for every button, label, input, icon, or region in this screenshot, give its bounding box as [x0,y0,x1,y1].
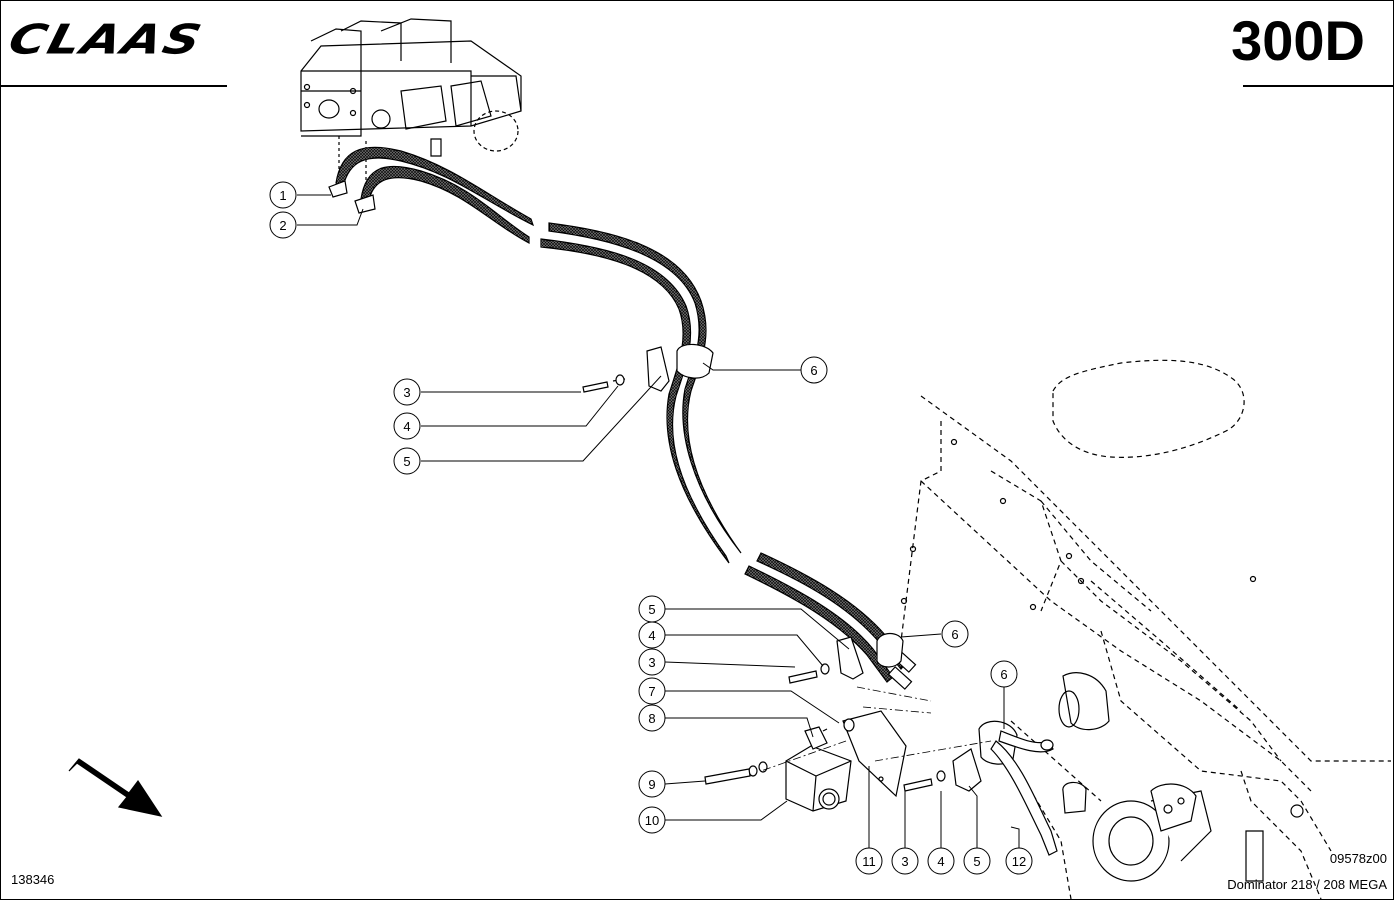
callout-11: 11 [855,847,883,875]
callout-5: 5 [638,595,666,623]
valve-block [300,18,522,186]
callout-1: 1 [269,181,297,209]
callout-5: 5 [393,447,421,475]
callout-3: 3 [638,648,666,676]
hydraulic-motor [1058,672,1264,882]
callout-label: 3 [901,854,908,869]
page-code: 300D [1231,9,1365,72]
callout-6: 6 [800,356,828,384]
hose-clamp-upper [582,343,714,393]
callout-4: 4 [927,847,955,875]
callout-10: 10 [638,806,666,834]
callout-label: 4 [937,854,944,869]
direction-arrow-icon [68,758,163,817]
callout-label: 6 [951,627,958,642]
header-rule-right [1243,85,1393,87]
callout-label: 9 [648,777,655,792]
callout-8: 8 [638,704,666,732]
callout-6: 6 [990,660,1018,688]
callouts: 1 2 3 4 5 6 5 4 3 6 7 8 6 9 10 11 3 4 5 … [269,181,1033,875]
callout-leaders [297,194,1020,848]
callout-label: 12 [1012,854,1026,869]
callout-label: 8 [648,711,655,726]
callout-3: 3 [891,847,919,875]
callout-label: 4 [403,419,410,434]
callout-5: 5 [963,847,991,875]
callout-label: 5 [973,854,980,869]
callout-label: 5 [403,454,410,469]
drawing-number: 09578z00 [1329,851,1387,866]
callout-7: 7 [638,677,666,705]
callout-label: 5 [648,602,655,617]
model-name: Dominator 218 / 208 MEGA [1227,877,1387,892]
callout-label: 7 [648,684,655,699]
callout-3: 3 [393,378,421,406]
callout-6: 6 [941,620,969,648]
callout-4: 4 [393,412,421,440]
callout-label: 3 [403,385,410,400]
header-rule-left [1,85,227,87]
hose-fittings [328,180,376,214]
hydraulic-hoses [335,146,917,690]
callout-label: 1 [279,188,286,203]
callout-label: 6 [810,363,817,378]
callout-12: 12 [1005,847,1033,875]
callout-label: 10 [645,813,659,828]
callout-label: 11 [862,854,876,869]
callout-4: 4 [638,621,666,649]
callout-9: 9 [638,770,666,798]
chassis-outline [900,359,1391,899]
callout-label: 4 [648,628,655,643]
check-valve-assembly [704,710,907,812]
callout-label: 6 [1000,667,1007,682]
callout-label: 2 [279,218,286,233]
callout-label: 3 [648,655,655,670]
assembly-axis-lines [760,686,992,772]
hose-clamp-lower [788,632,1058,856]
document-number: 138346 [11,872,55,887]
callout-2: 2 [269,211,297,239]
